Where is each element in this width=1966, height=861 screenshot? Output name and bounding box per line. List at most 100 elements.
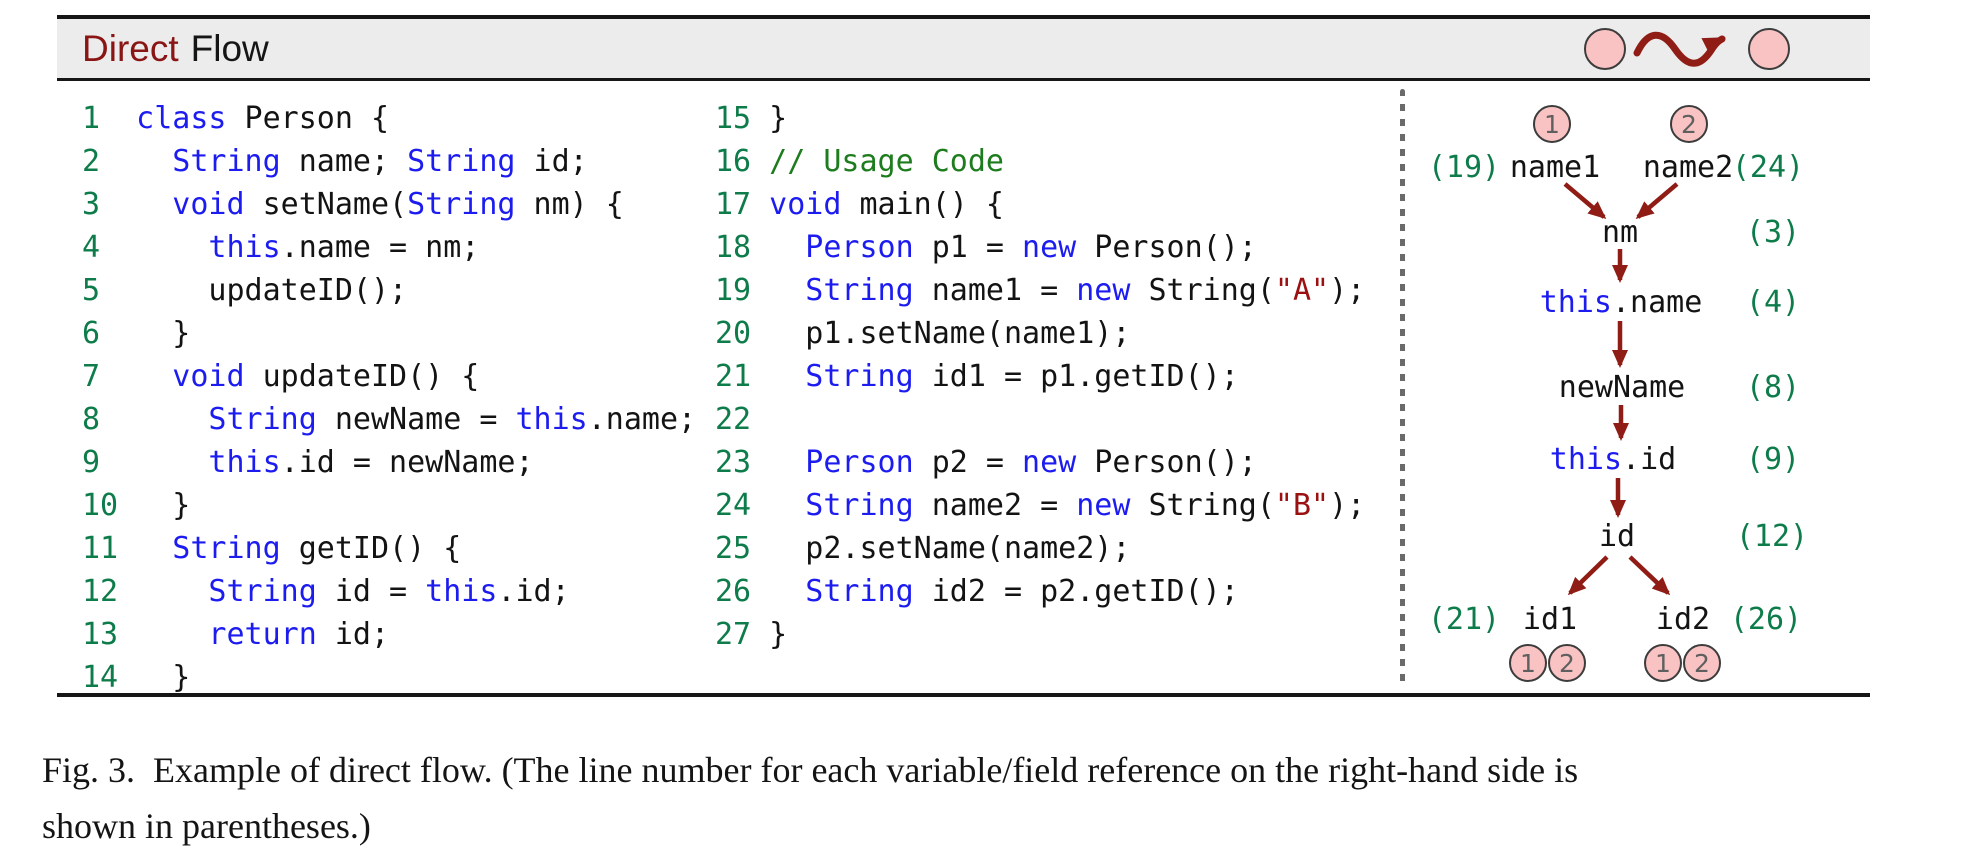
caption-line-1: Fig. 3. Example of direct flow. (The lin… xyxy=(42,750,1579,790)
code-segment: String xyxy=(407,187,516,222)
diagram-line-ref: (21) xyxy=(1427,602,1501,637)
code-segment: name1 = xyxy=(913,273,1077,308)
line-number: 24 xyxy=(715,488,752,523)
diagram-node: name2 xyxy=(1643,151,1733,185)
diagram-node: id xyxy=(1599,520,1635,554)
code-segment: "B" xyxy=(1274,488,1330,523)
code-line: 21 String id1 = p1.getID(); xyxy=(715,355,1365,398)
code-segment: updateID(); xyxy=(136,273,408,308)
code-segment: } xyxy=(769,101,788,136)
line-number: 19 xyxy=(715,273,752,308)
code-line: 19 String name1 = new String("A"); xyxy=(715,269,1365,312)
line-number: 16 xyxy=(715,144,752,179)
diagram-node: this.id xyxy=(1550,443,1676,477)
code-left: 1 class Person {2 String name; String id… xyxy=(82,97,696,699)
code-segment xyxy=(136,230,208,265)
state-chip: 2 xyxy=(1683,644,1721,682)
code-segment: newName = xyxy=(316,402,516,437)
code-segment: newName xyxy=(1558,370,1686,405)
flow-arrow xyxy=(1563,182,1607,219)
code-segment: main() { xyxy=(841,187,1004,222)
code-segment: nm) { xyxy=(515,187,624,222)
code-segment: String xyxy=(208,402,317,437)
code-segment: p1 = xyxy=(913,230,1023,265)
flow-arrow xyxy=(1628,555,1671,596)
code-segment: "A" xyxy=(1274,273,1330,308)
line-number: 3 xyxy=(82,187,101,222)
line-number: 7 xyxy=(82,359,101,394)
code-line: 20 p1.setName(name1); xyxy=(715,312,1365,355)
code-segment: id1 xyxy=(1522,602,1578,637)
code-segment: p2.setName(name2); xyxy=(769,531,1131,566)
line-number: 6 xyxy=(82,316,101,351)
code-segment: } xyxy=(136,660,191,695)
code-line: 11 String getID() { xyxy=(82,527,696,570)
code-segment xyxy=(136,617,208,652)
code-segment xyxy=(136,144,172,179)
state-chip: 1 xyxy=(1644,644,1682,682)
column-separator xyxy=(1400,89,1405,689)
code-line: 8 String newName = this.name; xyxy=(82,398,696,441)
state-chip: 1 xyxy=(1509,644,1547,682)
diagram-line-ref: (24) xyxy=(1731,150,1805,185)
code-segment: this xyxy=(1549,442,1623,477)
diagram-line-ref: (3) xyxy=(1745,215,1801,250)
state-chip: 2 xyxy=(1670,105,1708,143)
code-segment: name1 xyxy=(1509,150,1601,185)
code-segment: id = xyxy=(316,574,426,609)
code-segment: id; xyxy=(515,144,588,179)
code-segment: void xyxy=(769,187,842,222)
code-segment: new xyxy=(1022,230,1077,265)
code-segment: Person xyxy=(805,230,914,265)
code-segment: Person(); xyxy=(1076,230,1257,265)
diagram-node: id2 xyxy=(1656,603,1710,637)
figure-title-rest: Flow xyxy=(190,27,269,69)
code-segment: void xyxy=(172,359,245,394)
wavy-arrow-icon xyxy=(1633,31,1726,67)
code-line: 22 xyxy=(715,398,1365,441)
code-segment: name2 = xyxy=(913,488,1077,523)
code-segment: ); xyxy=(1329,488,1366,523)
code-segment: String xyxy=(805,488,914,523)
code-segment: this xyxy=(1539,285,1612,320)
line-number: 13 xyxy=(82,617,119,652)
code-line: 3 void setName(String nm) { xyxy=(82,183,696,226)
line-number: 22 xyxy=(715,402,752,437)
code-segment: id; xyxy=(316,617,390,652)
code-segment xyxy=(136,402,208,437)
diagram-line-ref: (19) xyxy=(1427,150,1501,185)
code-segment: p2 = xyxy=(913,445,1023,480)
line-number: 27 xyxy=(715,617,752,652)
code-segment: ); xyxy=(1329,273,1366,308)
line-number: 21 xyxy=(715,359,752,394)
code-segment xyxy=(769,574,805,609)
line-number: 20 xyxy=(715,316,752,351)
diagram-edges-svg xyxy=(1563,182,1679,596)
legend-circle-right-icon xyxy=(1748,27,1790,70)
code-segment: this xyxy=(208,445,281,480)
code-line: 1 class Person { xyxy=(82,97,696,140)
code-segment: nm xyxy=(1601,215,1639,250)
code-segment: p1.setName(name1); xyxy=(769,316,1131,351)
code-segment xyxy=(136,531,172,566)
code-segment: .id; xyxy=(497,574,570,609)
code-line: 7 void updateID() { xyxy=(82,355,696,398)
code-segment: this xyxy=(515,402,588,437)
diagram-node: name1 xyxy=(1510,151,1600,185)
code-segment: String( xyxy=(1130,273,1275,308)
code-segment: this xyxy=(425,574,498,609)
code-line: 27 } xyxy=(715,613,1365,656)
state-chip: 2 xyxy=(1548,644,1586,682)
diagram-line-ref: (8) xyxy=(1745,370,1801,405)
code-segment: .id = newName; xyxy=(280,445,534,480)
code-segment xyxy=(136,187,172,222)
code-segment: String xyxy=(805,359,914,394)
code-segment: void xyxy=(172,187,245,222)
line-number: 23 xyxy=(715,445,752,480)
code-line: 12 String id = this.id; xyxy=(82,570,696,613)
code-segment: Person { xyxy=(226,101,390,136)
